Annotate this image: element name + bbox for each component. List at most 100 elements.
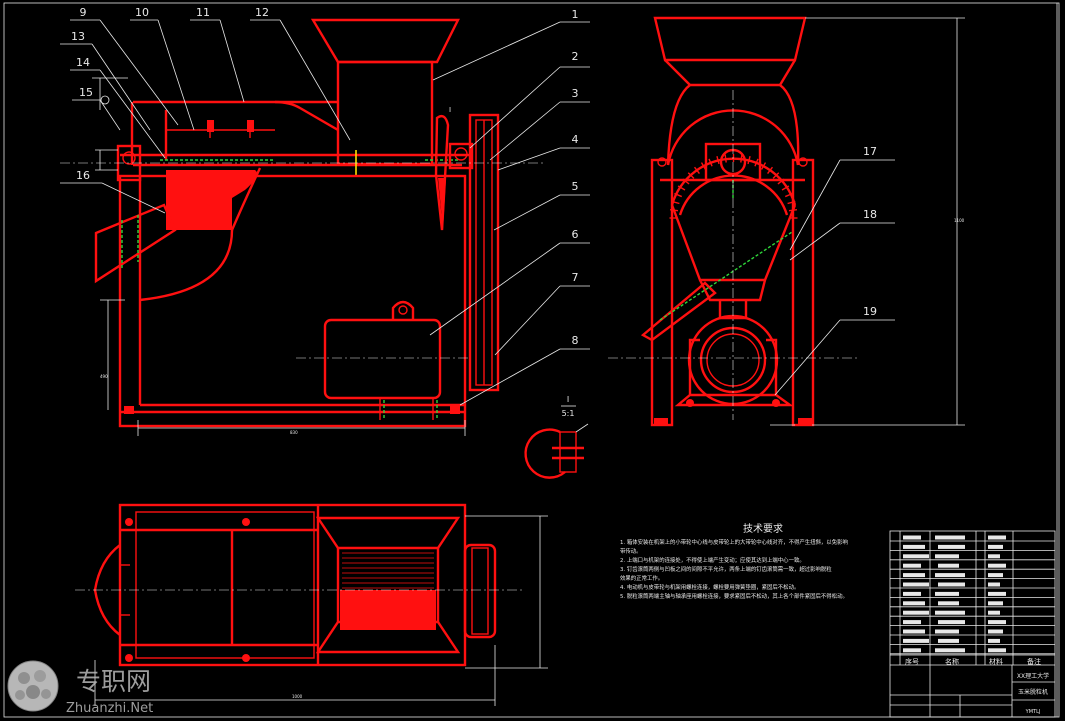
tb-cell xyxy=(903,582,929,587)
concave-tooth xyxy=(787,200,796,205)
concave-tooth xyxy=(781,185,790,191)
tb-h2: 名称 xyxy=(945,657,959,666)
tb-cell xyxy=(938,620,965,625)
callout-1: 1 xyxy=(572,8,579,21)
callout-2: 2 xyxy=(572,50,579,63)
title-block: 序号 名称 材料 备注 XX理工大学 玉米脱粒机 YMTLJ xyxy=(889,530,1056,718)
sheet-border xyxy=(3,2,1060,718)
tb-cell xyxy=(903,535,921,540)
tb-cell xyxy=(935,554,959,559)
tb-cell xyxy=(988,610,1000,615)
callout-10: 10 xyxy=(135,6,149,19)
tb-cell xyxy=(935,648,965,653)
tb-cell xyxy=(935,610,965,615)
callout-9: 9 xyxy=(80,6,87,19)
tb-cell xyxy=(988,535,1006,540)
concave-tooth xyxy=(772,172,780,179)
concave-tooth xyxy=(671,200,680,205)
tb-cell xyxy=(903,563,921,568)
tb-cell xyxy=(935,629,959,634)
detail-label: I xyxy=(567,395,569,404)
leader-lines xyxy=(60,19,895,406)
callout-4: 4 xyxy=(572,133,579,146)
svg-text:1000: 1000 xyxy=(292,694,303,699)
concave-tooth xyxy=(682,178,690,185)
side-view: 1100 xyxy=(608,16,965,427)
tb-cell xyxy=(938,638,959,643)
front-view: 830 490 xyxy=(60,18,545,436)
concave-tooth xyxy=(784,192,793,198)
watermark-ball-icon xyxy=(7,660,59,712)
callout-15: 15 xyxy=(79,86,93,99)
concave-tooth xyxy=(700,162,707,170)
top-view: 1000 xyxy=(75,503,548,706)
callout-11: 11 xyxy=(196,6,210,19)
tb-cell xyxy=(903,601,925,606)
concave-tooth xyxy=(708,158,713,167)
concave-tooth xyxy=(693,166,700,174)
concave-tooth xyxy=(760,162,767,170)
callout-8: 8 xyxy=(572,334,579,347)
callout-12: 12 xyxy=(255,6,269,19)
tb-cell xyxy=(988,554,1000,559)
tb-cell xyxy=(988,629,1003,634)
tb-h1: 序号 xyxy=(905,657,919,666)
tb-cell xyxy=(903,591,921,596)
callout-7: 7 xyxy=(572,271,579,284)
concave-tooth xyxy=(674,192,683,198)
tb-cell xyxy=(988,582,1000,587)
watermark-cn: 专职网 xyxy=(76,667,151,696)
tb-cell xyxy=(988,573,1003,578)
tech-line: 5. 脱粒滚筒两端主轴与轴承座用螺栓连接，要求紧固后不松动，其上各个部件紧固后不… xyxy=(620,592,848,600)
callout-5: 5 xyxy=(572,180,579,193)
tb-cell xyxy=(935,573,965,578)
tech-line: 效果的正常工作。 xyxy=(620,574,663,582)
tb-cell xyxy=(903,573,925,578)
svg-text:490: 490 xyxy=(100,374,108,379)
callout-13: 13 xyxy=(71,30,85,43)
tech-line: 4. 电动机与皮带轮与机架用螺栓连接，螺栓要用弹簧垫圈，紧固后不松动。 xyxy=(620,583,799,591)
tb-school: XX理工大学 xyxy=(1017,672,1049,680)
callout-19: 19 xyxy=(863,305,877,318)
tb-cell xyxy=(938,601,959,606)
tech-line: 带传动。 xyxy=(620,547,642,555)
tb-cell xyxy=(938,582,965,587)
svg-text:830: 830 xyxy=(290,430,298,435)
tb-cell xyxy=(988,620,1006,625)
tech-requirements: 技术要求 1. 箱体安装在机架上的小带轮中心线与皮带轮上的大带轮中心线对齐，不得… xyxy=(620,522,848,600)
tb-cell xyxy=(903,648,921,653)
callout-6: 6 xyxy=(572,228,579,241)
tech-line: 2. 上端口与机架的连接处，不得使上端产生变动；应使其达到上端中心一致。 xyxy=(620,556,805,564)
tb-h3: 材料 xyxy=(989,657,1003,666)
concave-tooth xyxy=(677,185,686,191)
concave-tooth xyxy=(754,158,759,167)
tb-cell xyxy=(903,638,929,643)
detail-scale: 5:1 xyxy=(562,409,575,418)
tech-line: 3. 钉齿滚筒两侧与凹板之间的间隙不平允许，两条上端的钉齿滚筒需一致，超过影响脱… xyxy=(620,565,832,573)
watermark: 专职网 Zhuanzhi.Net xyxy=(7,660,153,716)
concave-tooth xyxy=(740,154,743,163)
concave-tooth xyxy=(687,172,695,179)
concave-tooth xyxy=(777,178,785,185)
callout-14: 14 xyxy=(76,56,90,69)
callout-18: 18 xyxy=(863,208,877,221)
tb-cell xyxy=(988,563,1006,568)
tb-cell xyxy=(903,629,925,634)
svg-text:1100: 1100 xyxy=(954,218,965,223)
concave-tooth xyxy=(747,155,751,165)
tb-cell xyxy=(903,620,921,625)
watermark-en: Zhuanzhi.Net xyxy=(66,701,153,716)
tb-cell xyxy=(988,544,1003,549)
concave-tooth xyxy=(767,166,774,174)
tb-code: YMTLJ xyxy=(1025,709,1041,715)
detail-marker: I xyxy=(449,106,451,114)
tech-line: 1. 箱体安装在机架上的小带轮中心线与皮带轮上的大带轮中心线对齐，不得产生扭斜，… xyxy=(620,538,848,546)
tb-cell xyxy=(988,601,1003,606)
tb-cell xyxy=(988,591,1006,596)
tb-cell xyxy=(903,554,929,559)
tb-cell xyxy=(988,648,1006,653)
tb-name: 玉米脱粒机 xyxy=(1018,688,1048,696)
tb-cell xyxy=(903,544,925,549)
callout-16: 16 xyxy=(76,169,90,182)
